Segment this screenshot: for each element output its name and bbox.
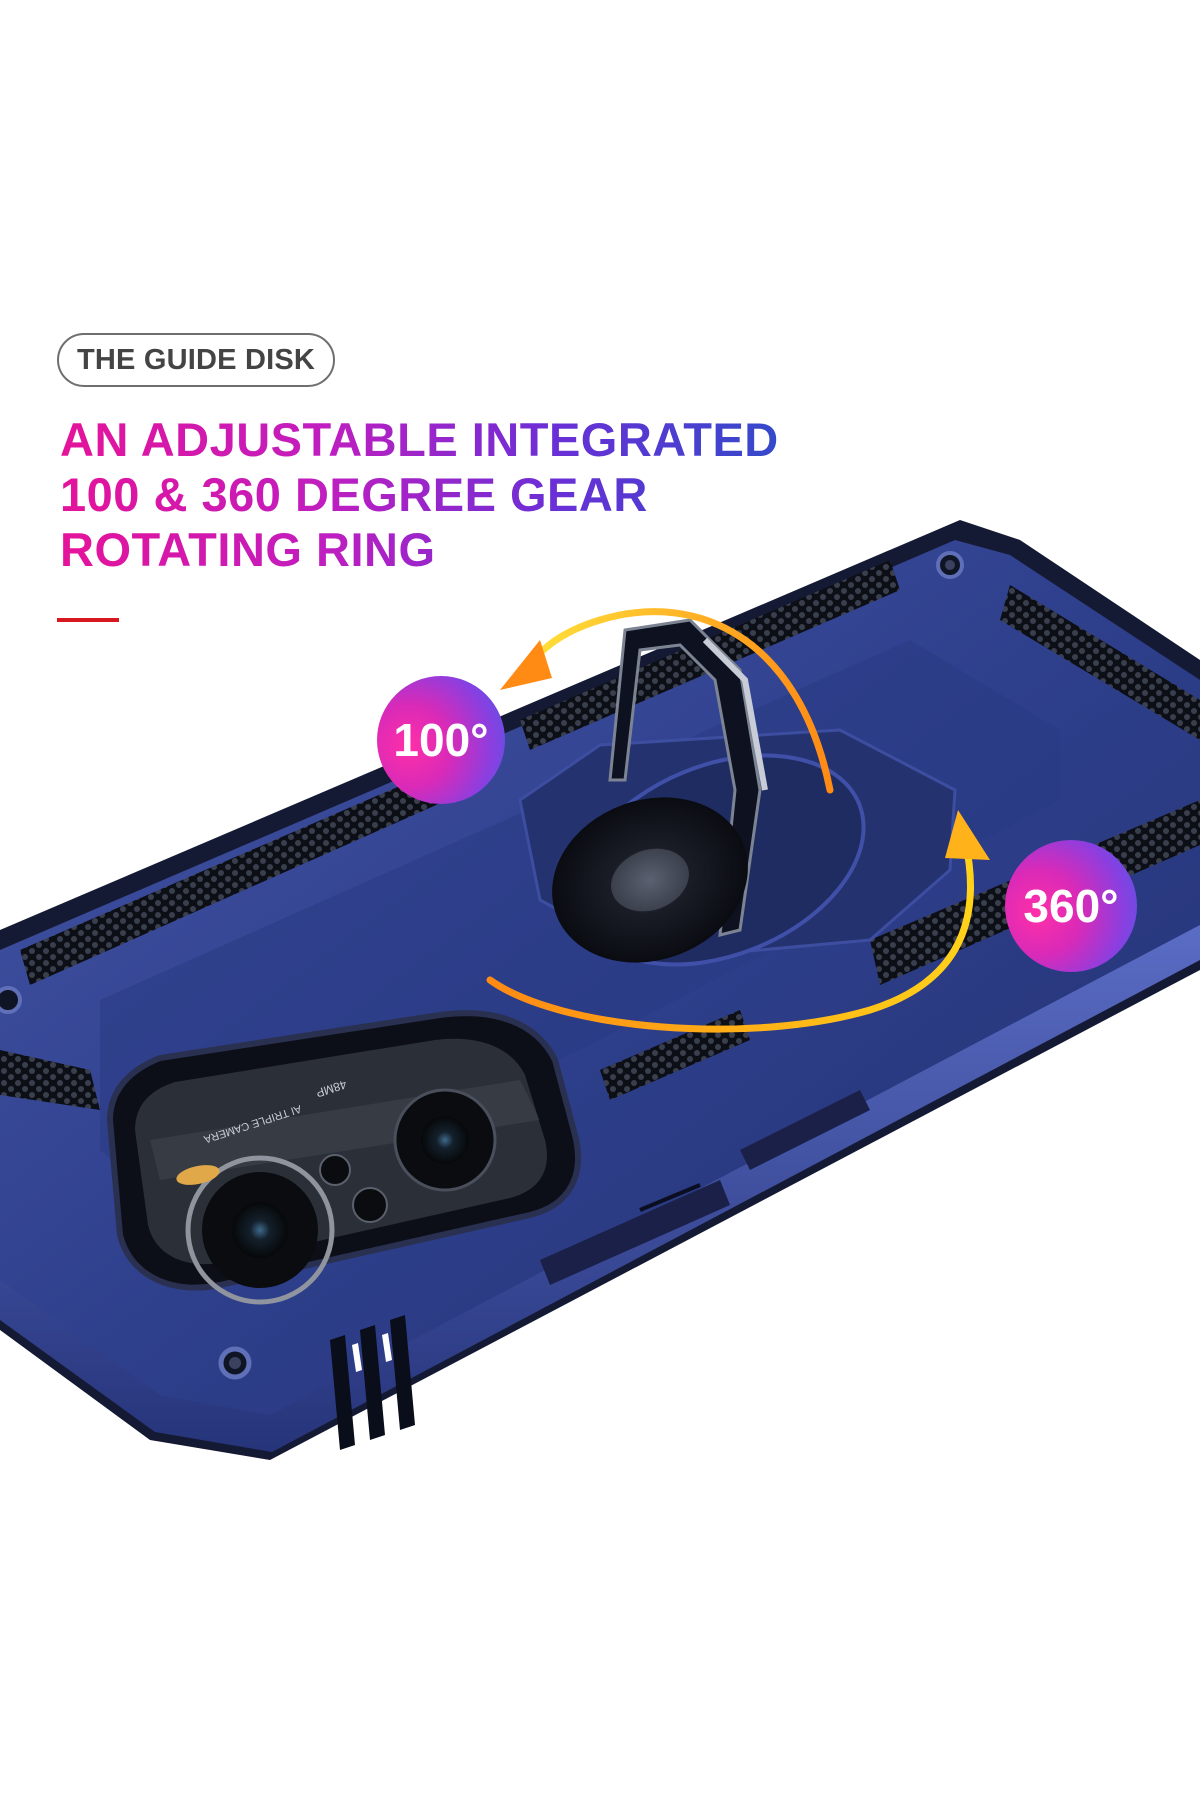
case-body [0,520,1200,1460]
side-buttons [540,1090,870,1285]
rotate-arrow-icon [486,608,990,1033]
ring-holder-icon [518,618,957,967]
case-screws [0,551,964,1380]
bottom-vents [330,1315,415,1450]
accent-divider [57,618,119,622]
guide-disk-tag: THE GUIDE DISK [57,333,336,387]
honeycomb-grips [0,560,1200,1110]
rotation-100-badge: 100° [377,676,505,804]
camera-module: 48MP AI TRIPLE CAMERA [106,1010,581,1305]
rotation-360-badge: 360° [1005,840,1137,972]
phone-case-illustration: 48MP AI TRIPLE CAMERA [0,520,1200,1460]
headline-line-1: AN ADJUSTABLE INTEGRATED [60,413,779,466]
